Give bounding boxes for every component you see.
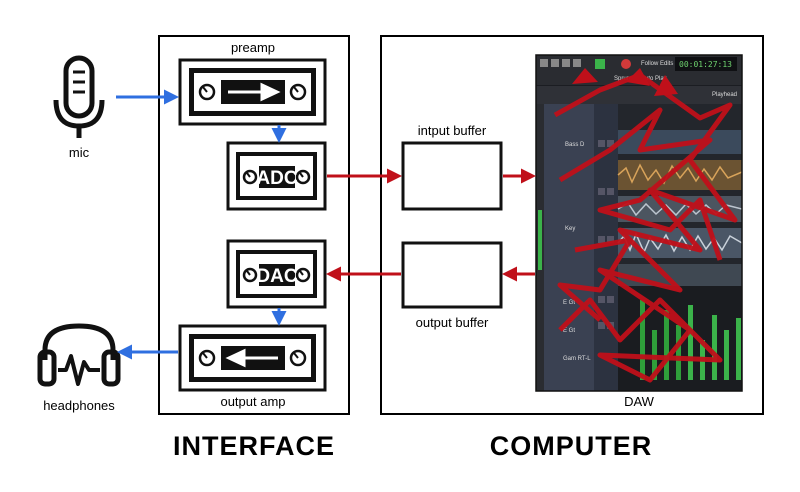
daw-toolbar-1: Auto Play [641, 76, 667, 82]
computer-box [380, 35, 764, 415]
dac-label: DAC [256, 266, 297, 287]
output-buffer-label: output buffer [416, 315, 489, 330]
dac-device: DAC [226, 239, 327, 309]
mic-icon [53, 55, 105, 138]
output-buffer-box [401, 241, 503, 309]
daw-screen-border [535, 54, 743, 392]
input-buffer-label: intput buffer [418, 123, 487, 138]
interface-box [158, 35, 350, 415]
daw-track-1: Key [565, 226, 575, 232]
mic-label: mic [69, 145, 90, 160]
daw-toolbar-0: Follow Edits [641, 61, 673, 67]
daw-screenshot: 00:01:27:13 Follow Edits Auto Play Sprun… [536, 55, 742, 391]
input-buffer-box [401, 141, 503, 211]
headphones-icon [37, 323, 121, 387]
daw-track-0: Bass D [565, 142, 585, 148]
computer-title: COMPUTER [490, 431, 653, 461]
preamp-label: preamp [231, 40, 275, 55]
adc-label: ADC [256, 168, 297, 189]
output-amp-device [178, 324, 327, 392]
headphones-label: headphones [43, 398, 115, 413]
daw-track-2: E Gt [563, 300, 575, 306]
daw-time: 00:01:27:13 [679, 60, 732, 69]
interface-title: INTERFACE [173, 431, 335, 461]
preamp-device [178, 58, 327, 126]
daw-toolbar-3: Playhead [712, 92, 737, 98]
daw-track-3: E Gt [563, 328, 575, 334]
adc-device: ADC [226, 141, 327, 211]
output-amp-label: output amp [220, 394, 285, 409]
daw-label: DAW [624, 394, 655, 409]
daw-track-4: Gam RT-L [563, 356, 591, 362]
